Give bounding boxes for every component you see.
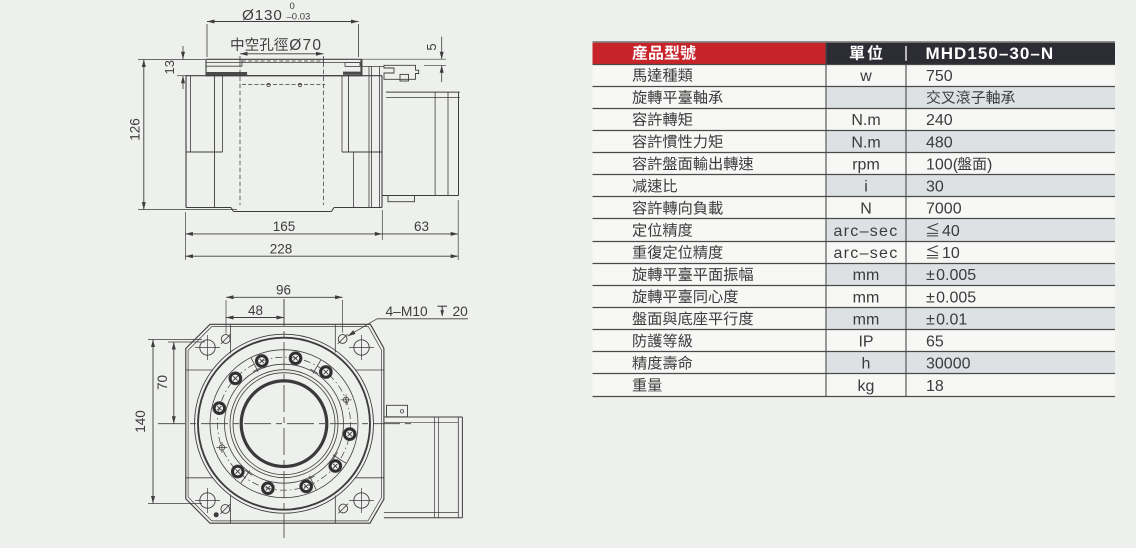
svg-text:10: 10 bbox=[942, 245, 960, 262]
svg-text:30: 30 bbox=[926, 179, 944, 196]
svg-text:140: 140 bbox=[133, 410, 148, 433]
svg-text:N: N bbox=[860, 201, 872, 218]
svg-text:65: 65 bbox=[926, 334, 944, 351]
svg-text:± 0.005: ± 0.005 bbox=[926, 289, 976, 306]
svg-text:Ø130: Ø130 bbox=[242, 7, 283, 24]
svg-text:7000: 7000 bbox=[926, 201, 962, 218]
svg-text:N.m: N.m bbox=[851, 112, 880, 129]
svg-text:± 0.01: ± 0.01 bbox=[926, 311, 967, 328]
svg-text:18: 18 bbox=[926, 378, 944, 395]
svg-text:Ø70: Ø70 bbox=[289, 37, 322, 54]
svg-text:N.m: N.m bbox=[851, 134, 880, 151]
svg-text:mm: mm bbox=[853, 311, 880, 328]
svg-text:126: 126 bbox=[128, 118, 143, 141]
svg-text:480: 480 bbox=[926, 134, 953, 151]
svg-text:w: w bbox=[859, 68, 872, 85]
svg-text:165: 165 bbox=[273, 219, 296, 234]
svg-text:): ) bbox=[987, 156, 992, 173]
svg-text:i: i bbox=[864, 179, 868, 196]
svg-text:40: 40 bbox=[942, 223, 960, 240]
svg-text:arc–sec: arc–sec bbox=[833, 245, 898, 262]
svg-text:228: 228 bbox=[270, 241, 293, 256]
svg-text:13: 13 bbox=[162, 60, 177, 74]
svg-text:96: 96 bbox=[276, 282, 291, 297]
svg-text:–0.03: –0.03 bbox=[287, 12, 311, 23]
svg-text:arc–sec: arc–sec bbox=[833, 223, 898, 240]
svg-text:4–M10: 4–M10 bbox=[386, 304, 429, 319]
svg-text:rpm: rpm bbox=[852, 156, 880, 173]
svg-text:h: h bbox=[862, 356, 871, 373]
svg-text:100(: 100( bbox=[926, 156, 959, 173]
svg-text:48: 48 bbox=[248, 303, 263, 318]
svg-text:750: 750 bbox=[926, 68, 953, 85]
svg-text:240: 240 bbox=[926, 112, 953, 129]
svg-text:± 0.005: ± 0.005 bbox=[926, 267, 976, 284]
svg-text:MHD150–30–N: MHD150–30–N bbox=[926, 44, 1055, 63]
svg-text:63: 63 bbox=[414, 219, 429, 234]
svg-text:20: 20 bbox=[453, 304, 469, 319]
svg-text:70: 70 bbox=[155, 375, 170, 390]
svg-text:5: 5 bbox=[424, 43, 439, 50]
svg-text:mm: mm bbox=[853, 289, 880, 306]
svg-text:0: 0 bbox=[290, 1, 295, 12]
svg-text:IP: IP bbox=[858, 334, 873, 351]
svg-text:kg: kg bbox=[858, 378, 875, 395]
svg-text:30000: 30000 bbox=[926, 356, 971, 373]
svg-text:mm: mm bbox=[853, 267, 880, 284]
